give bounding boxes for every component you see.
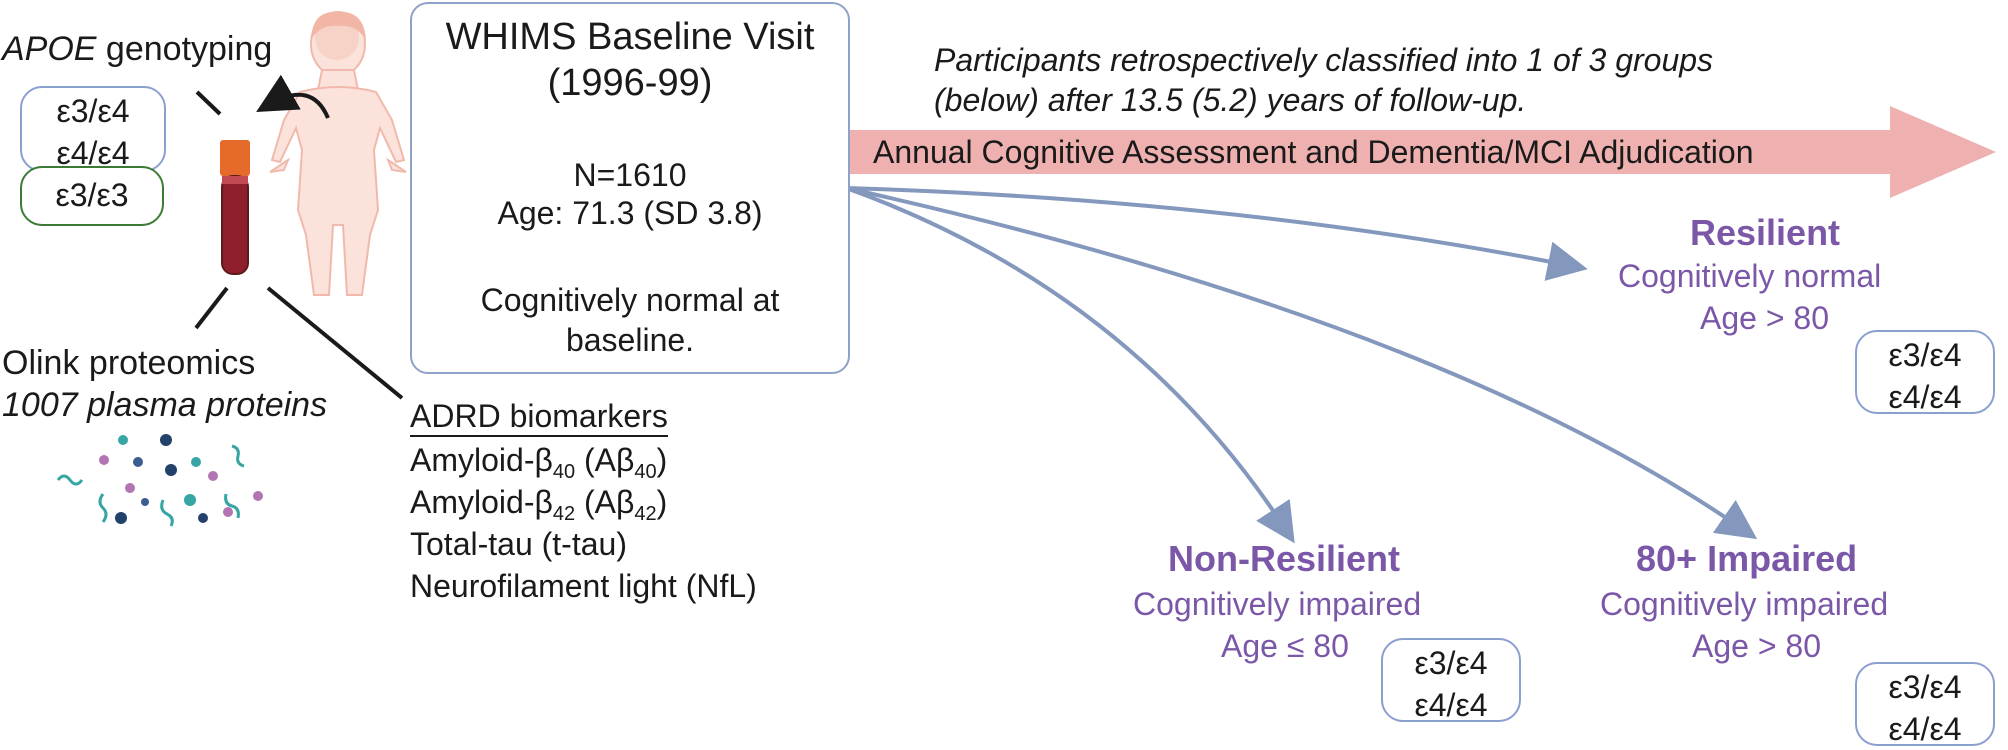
olink-connector: [194, 286, 229, 330]
biomarker-item: Neurofilament light (NfL): [410, 568, 757, 604]
biomarkers-title: ADRD biomarkers: [410, 398, 668, 437]
arrow-to-80-impaired: [845, 186, 1758, 540]
group-resilient-name: Resilient: [1690, 212, 1841, 253]
followup-note-line: Participants retrospectively classified …: [934, 42, 1714, 78]
apoe-connector: [195, 90, 222, 116]
olink-subtitle: 1007 plasma proteins: [2, 386, 328, 424]
biomarker-subscript: 42: [634, 503, 657, 525]
baseline-title: WHIMS Baseline Visit (1996-99): [445, 16, 815, 104]
group-80-impaired-name: 80+ Impaired: [1636, 538, 1858, 579]
biomarker-item: Amyloid-β40 (Aβ40): [410, 440, 667, 485]
genotype-label: ε3/ε4: [1888, 669, 1962, 705]
genotype-label: ε3/ε4: [1888, 337, 1962, 373]
olink-title: Olink proteomics: [2, 344, 256, 382]
group-resilient-description: Cognitively normal: [1618, 258, 1882, 294]
biomarker-item: Amyloid-β42 (Aβ42): [410, 482, 667, 527]
genotype-label: ε3/ε3: [55, 177, 129, 213]
apoe-title: APOE genotyping: [2, 30, 272, 69]
apoe-reference-genotype-box: ε3/ε3: [20, 166, 164, 226]
apoe-gene-label: APOE: [2, 30, 97, 68]
group-80-impaired-description: Cognitively impaired: [1600, 586, 1889, 622]
biomarker-subscript: 40: [634, 461, 657, 483]
group-resilient-genotype-box: ε3/ε4 ε4/ε4: [1855, 330, 1995, 415]
arrow-to-non-resilient: [845, 186, 1295, 544]
biomarker-abbrev-close: ): [656, 442, 668, 478]
genotype-label: ε4/ε4: [56, 135, 130, 171]
biomarker-name: Amyloid-β: [410, 442, 553, 478]
biomarker-abbrev: (Aβ: [575, 484, 635, 520]
blood-tube-icon: [220, 140, 250, 275]
biomarker-item: Total-tau (t-tau): [410, 526, 627, 562]
assessment-label: Annual Cognitive Assessment and Dementia…: [873, 134, 1754, 170]
genotype-label: ε3/ε4: [1414, 645, 1488, 681]
followup-note-line: (below) after 13.5 (5.2) years of follow…: [934, 82, 1527, 118]
baseline-visit-box: WHIMS Baseline Visit (1996-99) N=1610 Ag…: [410, 2, 850, 374]
biomarker-subscript: 42: [552, 503, 576, 525]
baseline-status: Cognitively normal at baseline.: [480, 282, 780, 358]
group-non-resilient-name: Non-Resilient: [1168, 538, 1401, 579]
group-80-impaired-age: Age > 80: [1692, 628, 1821, 664]
genotype-label: ε4/ε4: [1888, 379, 1962, 415]
baseline-sample-size: N=1610: [573, 157, 687, 193]
followup-arrow: [834, 106, 1996, 198]
genotype-label: ε4/ε4: [1414, 687, 1488, 723]
group-80-impaired-genotype-box: ε3/ε4 ε4/ε4: [1855, 662, 1995, 747]
biomarker-abbrev: (Aβ: [575, 442, 635, 478]
biomarker-name: Amyloid-β: [410, 484, 553, 520]
group-non-resilient-description: Cognitively impaired: [1133, 586, 1422, 622]
group-non-resilient-genotype-box: ε3/ε4 ε4/ε4: [1381, 638, 1521, 723]
genotype-label: ε3/ε4: [56, 93, 130, 129]
biomarker-abbrev-close: ): [656, 484, 668, 520]
biomarker-subscript: 40: [552, 461, 576, 483]
arrow-to-resilient: [845, 186, 1588, 281]
group-resilient-age: Age > 80: [1700, 300, 1829, 336]
protein-particles-icon: [56, 434, 263, 527]
baseline-age: Age: 71.3 (SD 3.8): [497, 195, 763, 231]
group-non-resilient-age: Age ≤ 80: [1221, 628, 1349, 664]
followup-note: Participants retrospectively classified …: [934, 40, 1713, 120]
apoe-risk-genotype-box: ε3/ε4 ε4/ε4: [20, 86, 166, 172]
sampling-arrow: [256, 74, 330, 119]
biomarker-connector: [266, 286, 404, 400]
apoe-title-rest: genotyping: [96, 30, 273, 68]
genotype-label: ε4/ε4: [1888, 711, 1962, 747]
